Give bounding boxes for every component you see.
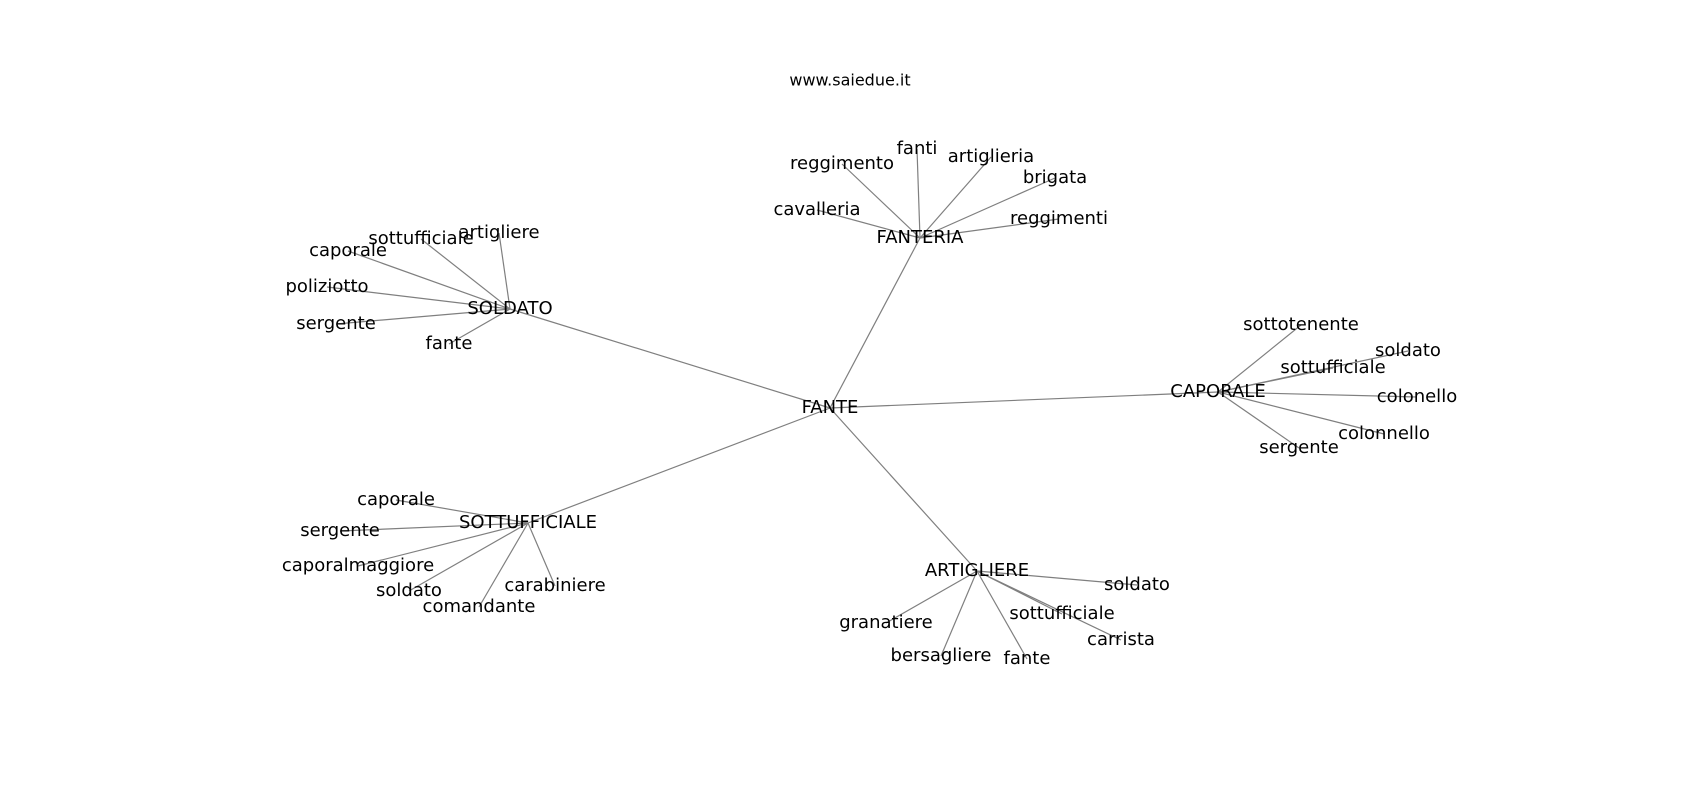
leaf-node-label: colonello bbox=[1377, 386, 1457, 407]
leaf-node-label: soldato bbox=[1104, 574, 1170, 595]
site-title: www.saiedue.it bbox=[789, 71, 910, 90]
leaf-node-label: sottufficiale bbox=[1280, 357, 1385, 378]
edge-hub-0-leaf-4 bbox=[816, 209, 921, 239]
edge-hub-2-leaf-3 bbox=[1217, 391, 1418, 398]
leaf-node-label: colonnello bbox=[1338, 423, 1430, 444]
leaf-node-label: granatiere bbox=[839, 612, 933, 633]
hub-node-label: SOTTUFFICIALE bbox=[459, 512, 597, 533]
edge-hub-0-leaf-2 bbox=[919, 156, 992, 239]
leaf-node-label: soldato bbox=[376, 580, 442, 601]
edge-hub-4-leaf-3 bbox=[885, 570, 978, 624]
leaf-node-label: comandante bbox=[423, 596, 536, 617]
leaf-node-label: sottufficiale bbox=[1009, 603, 1114, 624]
edge-hub-1-leaf-4 bbox=[335, 308, 511, 325]
leaf-node-label: artiglieria bbox=[948, 146, 1034, 167]
edge-hub-2-leaf-4 bbox=[1217, 391, 1385, 435]
leaf-node-label: sergente bbox=[1259, 437, 1339, 458]
hub-node-label: SOLDATO bbox=[467, 298, 552, 319]
leaf-node-label: bersagliere bbox=[891, 645, 992, 666]
leaf-node-label: soldato bbox=[1375, 340, 1441, 361]
leaf-node-label: fante bbox=[426, 333, 473, 354]
edge-center-to-hub-3 bbox=[527, 407, 831, 524]
edge-hub-0-leaf-3 bbox=[919, 177, 1056, 239]
edge-hub-3-leaf-0 bbox=[395, 499, 529, 524]
edge-hub-3-leaf-4 bbox=[478, 522, 529, 608]
leaf-node-label: caporalmaggiore bbox=[282, 555, 434, 576]
hub-node-label: ARTIGLIERE bbox=[925, 560, 1029, 581]
edge-center-to-hub-1 bbox=[509, 308, 831, 409]
leaf-node-label: artigliere bbox=[458, 222, 539, 243]
edge-hub-1-leaf-5 bbox=[448, 308, 511, 345]
leaf-node-label: brigata bbox=[1023, 167, 1087, 188]
edge-hub-1-leaf-2 bbox=[347, 250, 511, 310]
edge-hub-3-leaf-1 bbox=[339, 522, 529, 532]
edge-hub-3-leaf-5 bbox=[527, 522, 556, 587]
edge-center-to-hub-4 bbox=[829, 407, 978, 572]
edge-hub-0-leaf-0 bbox=[841, 163, 921, 239]
edge-hub-1-leaf-3 bbox=[326, 286, 511, 310]
edge-hub-4-leaf-5 bbox=[976, 570, 1028, 660]
edge-hub-2-leaf-5 bbox=[1217, 391, 1300, 449]
leaf-node-label: caporale bbox=[309, 240, 387, 261]
edge-hub-2-leaf-2 bbox=[1217, 367, 1334, 393]
leaf-node-label: reggimento bbox=[790, 153, 894, 174]
leaf-node-label: carrista bbox=[1087, 629, 1155, 650]
edge-hub-2-leaf-0 bbox=[1217, 324, 1302, 393]
edge-center-to-hub-2 bbox=[829, 391, 1219, 409]
leaf-node-label: reggimenti bbox=[1010, 208, 1108, 229]
edge-hub-3-leaf-2 bbox=[357, 522, 529, 567]
edge-hub-1-leaf-1 bbox=[420, 238, 511, 310]
center-node-label: FANTE bbox=[802, 397, 859, 418]
leaf-node-label: sergente bbox=[300, 520, 380, 541]
leaf-node-label: poliziotto bbox=[285, 276, 368, 297]
hub-node-label: FANTERIA bbox=[877, 227, 965, 248]
edge-hub-0-leaf-1 bbox=[916, 148, 921, 239]
edge-hub-1-leaf-0 bbox=[498, 232, 511, 310]
leaf-node-label: carabiniere bbox=[504, 575, 605, 596]
edges-layer bbox=[326, 148, 1418, 660]
leaf-node-label: fanti bbox=[897, 138, 938, 159]
hub-node-label: CAPORALE bbox=[1170, 381, 1265, 402]
edge-hub-0-leaf-5 bbox=[919, 218, 1060, 239]
leaf-node-label: sottotenente bbox=[1243, 314, 1359, 335]
leaf-node-label: cavalleria bbox=[773, 199, 860, 220]
edge-hub-4-leaf-4 bbox=[940, 570, 978, 657]
leaf-node-label: fante bbox=[1004, 648, 1051, 669]
edge-center-to-hub-0 bbox=[829, 237, 921, 409]
leaf-node-label: caporale bbox=[357, 489, 435, 510]
edge-hub-4-leaf-0 bbox=[976, 570, 1138, 586]
edge-hub-3-leaf-3 bbox=[408, 522, 529, 592]
leaf-node-label: sottufficiale bbox=[368, 228, 473, 249]
leaf-node-label: sergente bbox=[296, 313, 376, 334]
edge-hub-4-leaf-2 bbox=[976, 570, 1122, 641]
